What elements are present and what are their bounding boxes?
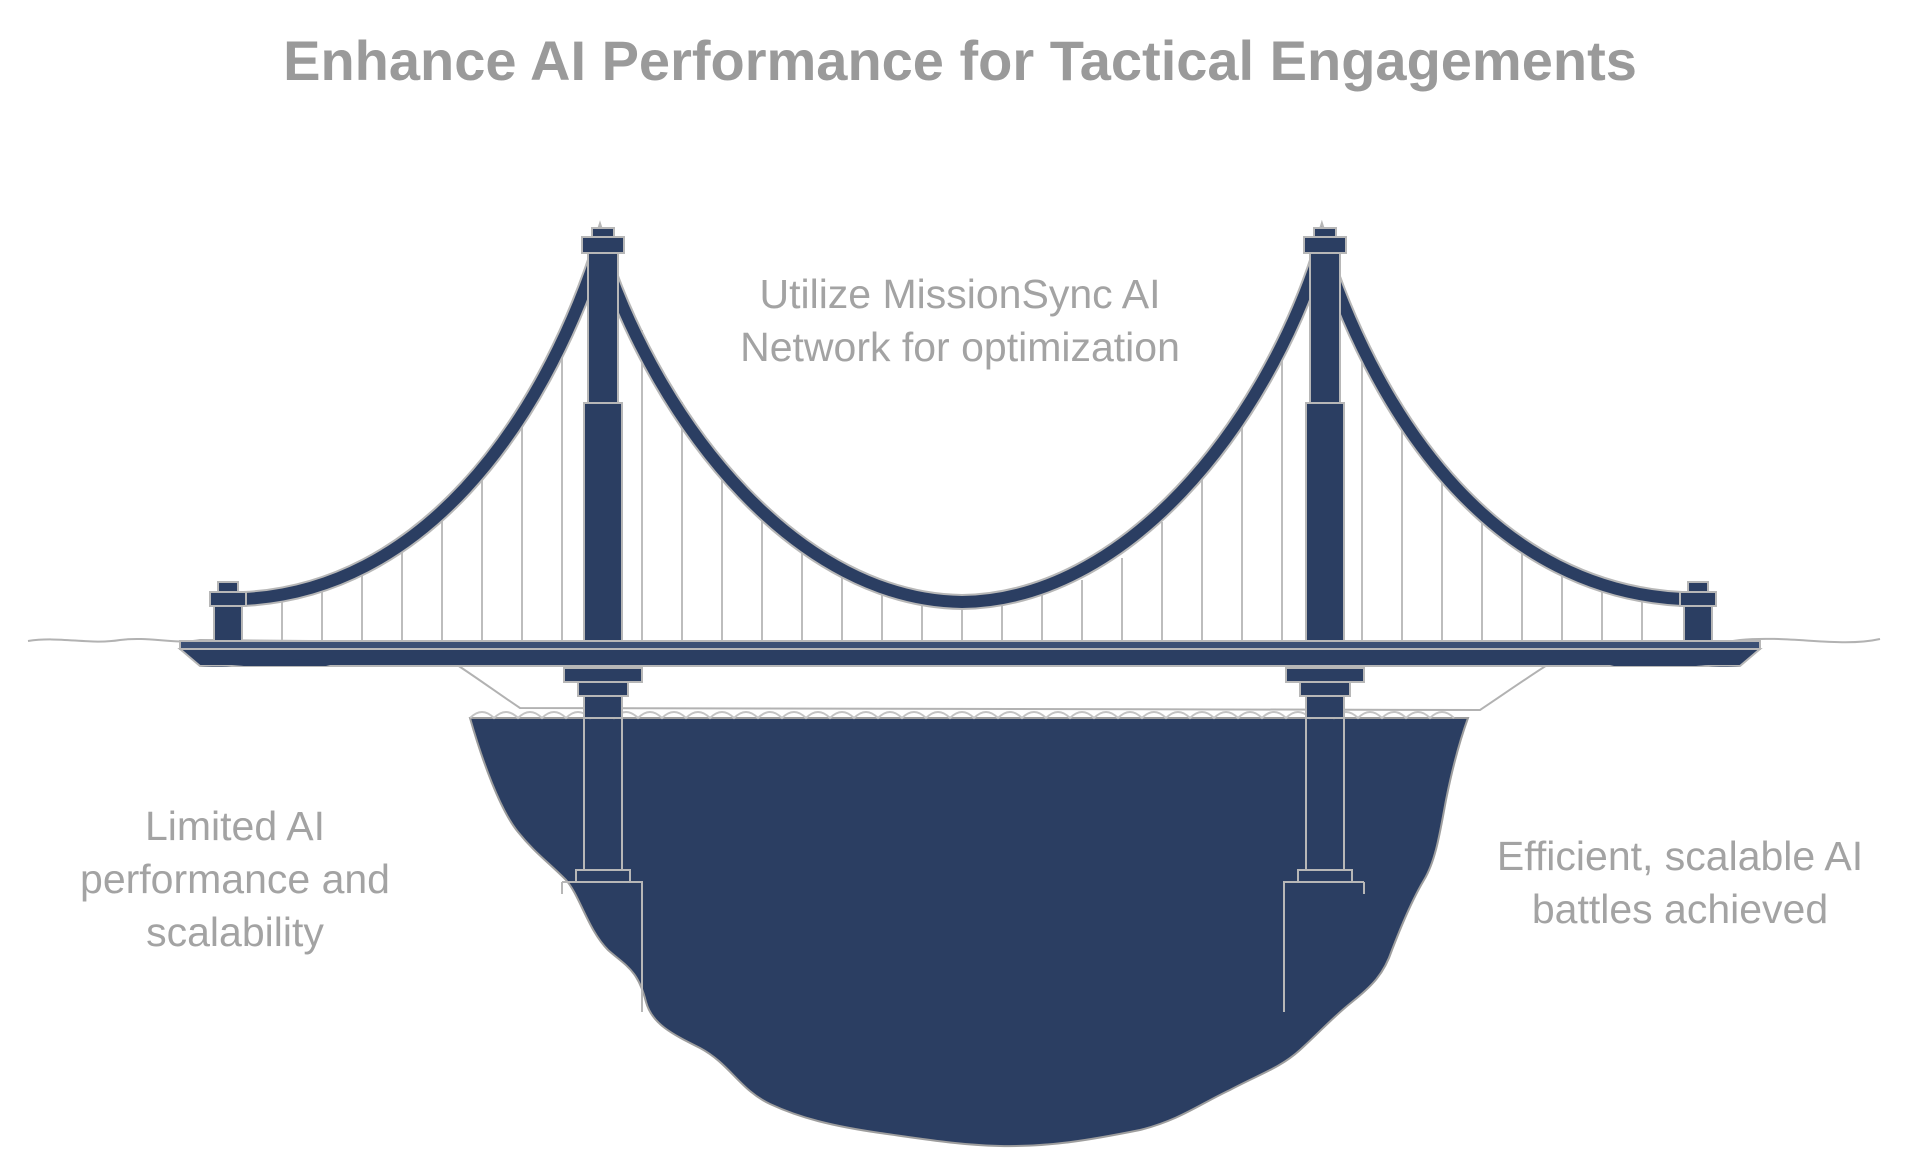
suspender-cables [281,330,1643,642]
right-pier [1283,667,1365,1012]
right-bank-label: Efficient, scalable AI battles achieved [1496,833,1864,932]
left-tower [581,227,625,644]
left-pier [561,667,643,1012]
bridge-label: Utilize MissionSync AI Network for optim… [740,271,1180,370]
water-gorge [468,717,1470,1148]
left-bank-label: Limited AI performance and scalability [80,803,390,955]
right-anchor-post [1679,581,1717,643]
left-shore-shadow [200,659,330,667]
water-wave-edge [469,711,1455,720]
right-shore-shadow [1610,659,1740,667]
right-tower [1303,227,1347,644]
ground-line [27,637,1881,712]
left-anchor-post [209,581,247,643]
bridge-deck [177,640,1763,667]
main-cable-fill [238,226,1688,609]
diagram-title: Enhance AI Performance for Tactical Enga… [283,29,1637,92]
